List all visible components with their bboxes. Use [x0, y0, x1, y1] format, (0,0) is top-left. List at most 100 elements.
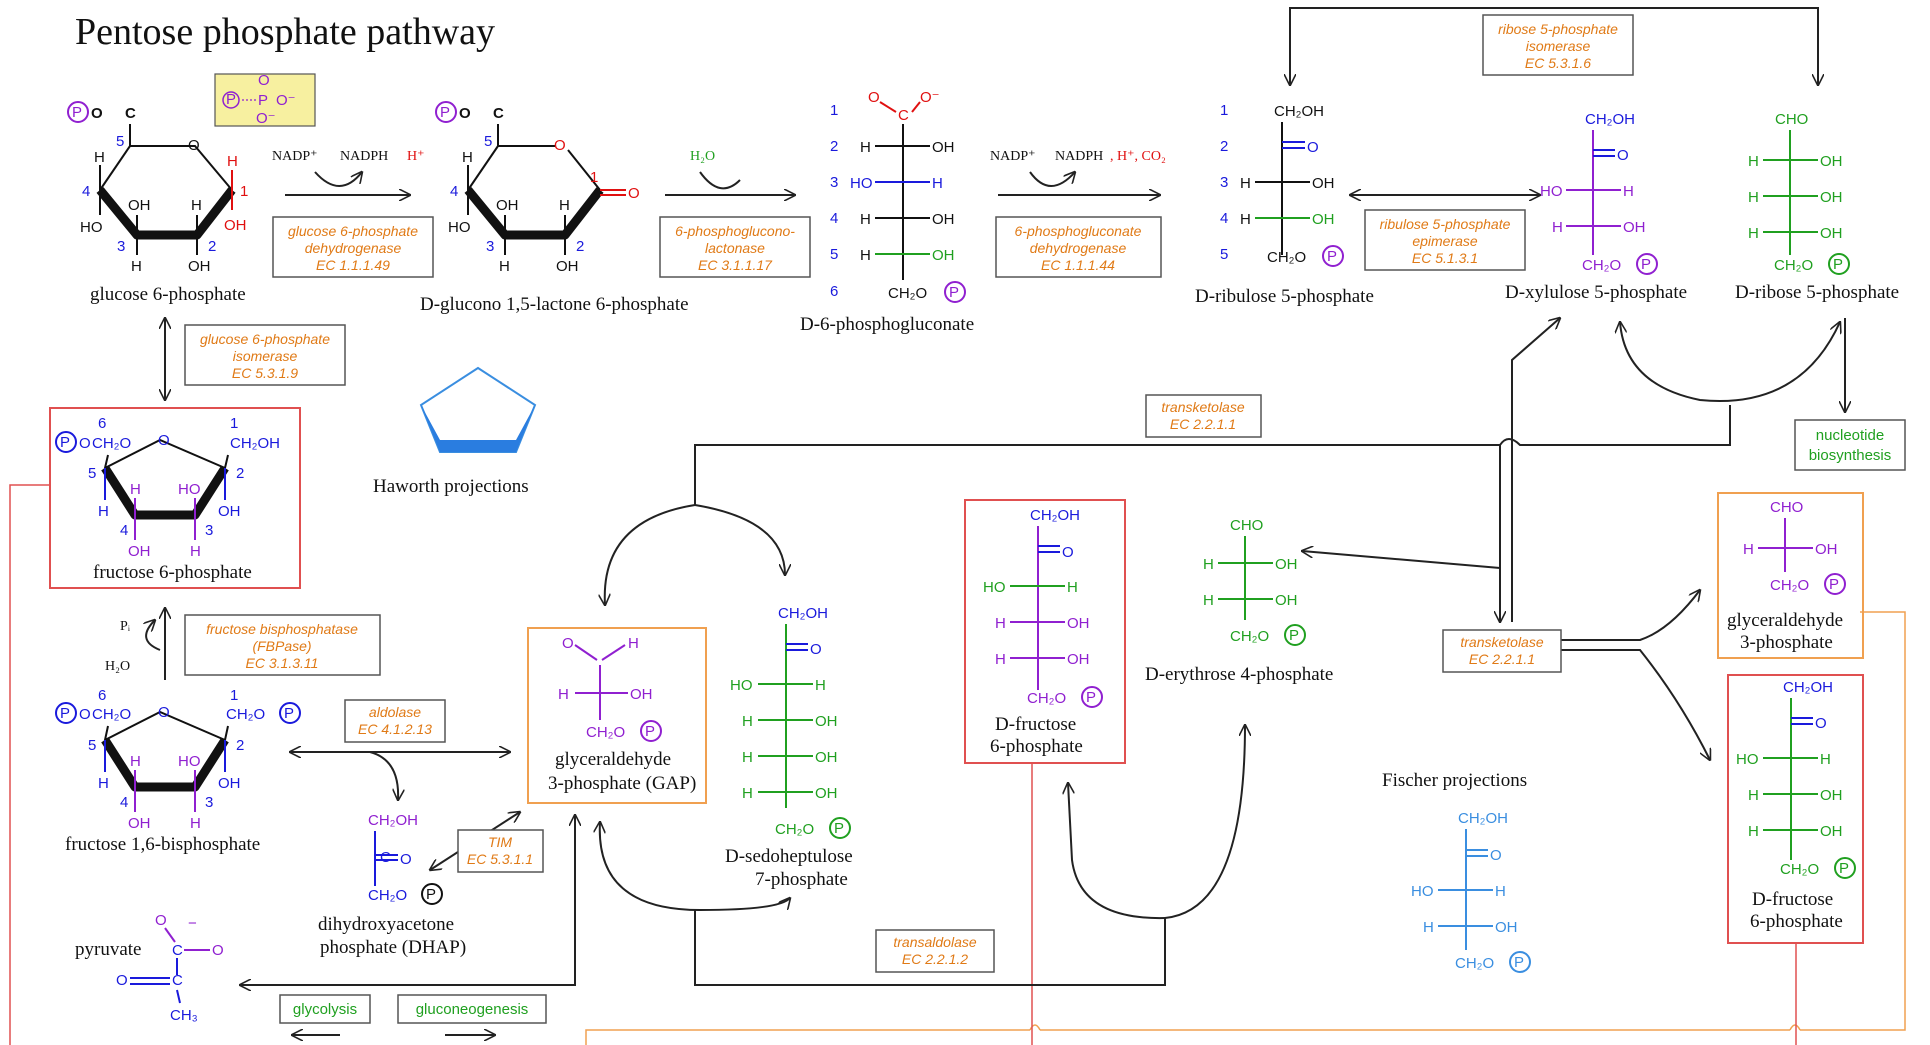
svg-text:P: P — [440, 104, 450, 121]
svg-text:3: 3 — [205, 794, 213, 811]
gap-box — [527, 627, 707, 804]
glucose-6-phosphate-structure: P O C O 5 4 3 2 1 H OH H HO OH H H OH — [67, 101, 248, 275]
svg-text:2: 2 — [576, 238, 584, 255]
svg-text:H: H — [558, 686, 569, 703]
svg-text:lactonase: lactonase — [705, 240, 765, 256]
svg-text:glycolysis: glycolysis — [293, 1001, 357, 1018]
pgluconate-label: D-6-phosphogluconate — [800, 314, 974, 335]
r5p-label: D-ribose 5-phosphate — [1735, 282, 1899, 303]
svg-text:P: P — [949, 284, 959, 301]
svg-text:H: H — [98, 503, 109, 520]
svg-text:OH: OH — [932, 139, 955, 156]
svg-text:6-phosphogluconate: 6-phosphogluconate — [1015, 223, 1142, 239]
svg-text:H: H — [742, 749, 753, 766]
svg-text:OH: OH — [128, 197, 151, 214]
enzyme-box-rpe: ribulose 5-phosphate epimerase EC 5.1.3.… — [1364, 209, 1526, 271]
svg-text:1: 1 — [230, 687, 238, 704]
svg-text:CH₂O: CH₂O — [775, 821, 814, 838]
svg-text:HO: HO — [730, 677, 753, 694]
phosphogluconate-structure: 1 2 3 4 5 6 O C O⁻ H OH HO H H OH H OH C… — [830, 89, 966, 303]
svg-text:O: O — [155, 912, 167, 929]
svg-text:CH₂O: CH₂O — [1267, 249, 1306, 266]
svg-text:EC 4.1.2.13: EC 4.1.2.13 — [358, 721, 432, 737]
svg-text:H: H — [559, 197, 570, 214]
fructose-6-phosphate-structure: 6 1 P O CH₂O CH₂OH O 5 2 4 3 H OH H OH H… — [55, 415, 280, 560]
f6p-right-label-1: D-fructose — [1752, 889, 1833, 910]
erythrose-4-phosphate-structure: CHO H OH H OH CH₂O P — [1203, 517, 1306, 646]
svg-text:2: 2 — [208, 238, 216, 255]
svg-text:O: O — [554, 137, 566, 154]
svg-text:OH: OH — [496, 197, 519, 214]
svg-text:H: H — [742, 785, 753, 802]
svg-text:EC 5.3.1.9: EC 5.3.1.9 — [232, 365, 298, 381]
reaction-arrow-rpi — [1290, 7, 1818, 85]
pyruvate-structure: O − C O O C CH₃ — [116, 912, 224, 1024]
svg-text:EC 1.1.1.44: EC 1.1.1.44 — [1041, 257, 1115, 273]
svg-text:H: H — [94, 149, 105, 166]
svg-text:OH: OH — [188, 258, 211, 275]
svg-text:4: 4 — [830, 210, 838, 227]
svg-text:epimerase: epimerase — [1412, 233, 1478, 249]
svg-text:H: H — [227, 153, 238, 170]
enzyme-box-gpi: glucose 6-phosphate isomerase EC 5.3.1.9 — [184, 324, 346, 386]
svg-text:C: C — [172, 972, 183, 989]
svg-text:3: 3 — [1220, 174, 1228, 191]
svg-text:EC 5.1.3.1: EC 5.1.3.1 — [1412, 250, 1478, 266]
svg-text:H: H — [860, 211, 871, 228]
svg-text:transaldolase: transaldolase — [893, 934, 976, 950]
svg-text:1: 1 — [590, 169, 598, 186]
svg-text:OH: OH — [1623, 219, 1646, 236]
f6p-haworth-box — [49, 407, 301, 589]
svg-text:NADP⁺: NADP⁺ — [990, 149, 1036, 164]
transaldolase-reaction — [600, 725, 1245, 986]
svg-text:EC 2.2.1.1: EC 2.2.1.1 — [1469, 651, 1535, 667]
svg-text:OH: OH — [1820, 823, 1843, 840]
svg-text:CH₂O: CH₂O — [226, 706, 265, 723]
svg-text:5: 5 — [88, 737, 96, 754]
enzyme-box-lactonase: 6-phosphoglucono- lactonase EC 3.1.1.17 — [659, 216, 811, 278]
svg-text:H: H — [1240, 211, 1251, 228]
svg-text:OH: OH — [815, 749, 838, 766]
enzyme-box-rpi: ribose 5-phosphate isomerase EC 5.3.1.6 — [1482, 14, 1634, 76]
svg-text:P: P — [834, 820, 844, 837]
svg-text:P: P — [258, 92, 268, 109]
svg-text:HO: HO — [1540, 183, 1563, 200]
f6p-fischer-mid-label-1: D-fructose — [995, 714, 1076, 735]
svg-text:P: P — [226, 91, 236, 108]
fructose-6-phosphate-fischer-middle: CH₂OH O HO H H OH H OH CH₂O P — [983, 507, 1103, 708]
svg-text:nucleotide: nucleotide — [1816, 427, 1884, 444]
g6p-label: glucose 6-phosphate — [90, 284, 246, 305]
svg-text:dehydrogenase: dehydrogenase — [1030, 240, 1127, 256]
svg-text:CH₂O: CH₂O — [1582, 257, 1621, 274]
svg-text:4: 4 — [82, 183, 90, 200]
svg-text:4: 4 — [450, 183, 458, 200]
g3p-box-right — [1717, 492, 1864, 659]
svg-text:OH: OH — [1815, 541, 1838, 558]
svg-text:H: H — [190, 543, 201, 560]
svg-text:P: P — [645, 723, 655, 740]
svg-text:OH: OH — [556, 258, 579, 275]
svg-text:O: O — [628, 185, 640, 202]
svg-text:C: C — [380, 849, 391, 866]
svg-text:CH₃: CH₃ — [170, 1007, 198, 1024]
svg-text:1: 1 — [230, 415, 238, 432]
svg-text:HO: HO — [1736, 751, 1759, 768]
svg-text:H₂O: H₂O — [105, 659, 130, 674]
svg-text:2: 2 — [236, 465, 244, 482]
enzyme-box-aldolase: aldolase EC 4.1.2.13 — [344, 699, 446, 743]
svg-text:OH: OH — [218, 775, 241, 792]
svg-text:O: O — [459, 105, 471, 122]
svg-text:OH: OH — [224, 217, 247, 234]
f6p-fischer-box-middle — [964, 499, 1126, 764]
svg-text:OH: OH — [1820, 225, 1843, 242]
svg-text:HO: HO — [448, 219, 471, 236]
fructose-6-phosphate-fischer-right: CH₂OH O HO H H OH H OH CH₂O P — [1736, 679, 1856, 879]
svg-text:Pᵢ: Pᵢ — [120, 619, 131, 634]
svg-text:O: O — [91, 105, 103, 122]
f6p-fischer-mid-label-2: 6-phosphate — [990, 736, 1083, 757]
transketolase-1-reaction — [605, 318, 1840, 622]
svg-text:OH: OH — [1275, 556, 1298, 573]
svg-text:EC 3.1.3.11: EC 3.1.3.11 — [246, 655, 319, 671]
svg-text:OH: OH — [1820, 153, 1843, 170]
svg-text:C: C — [125, 105, 136, 122]
